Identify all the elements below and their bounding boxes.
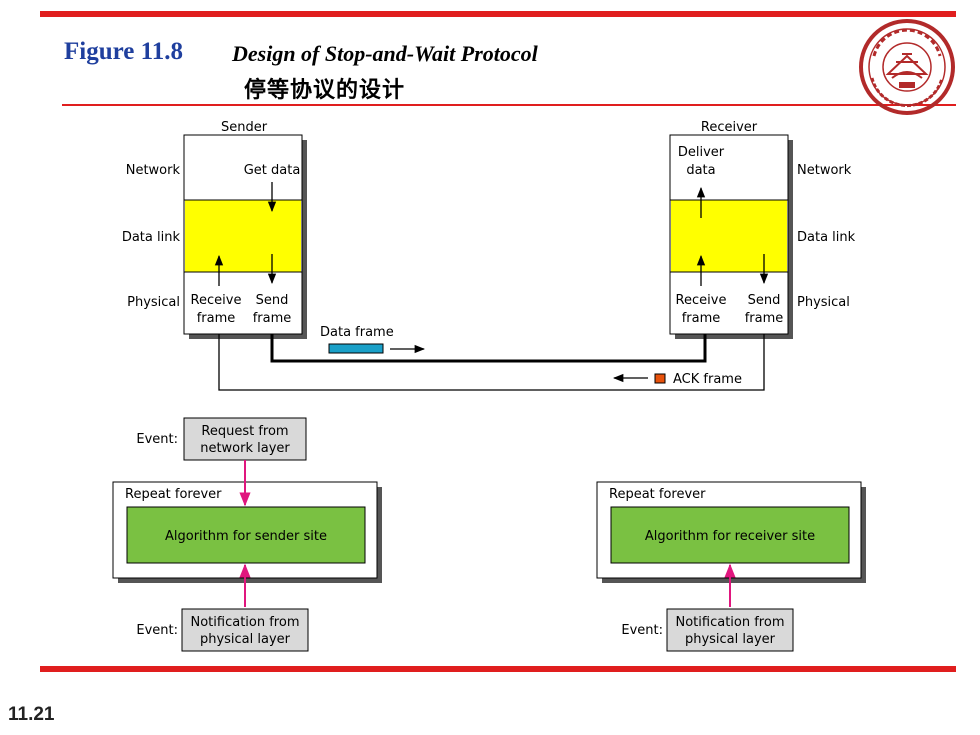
receiver-datalink-label: Data link	[797, 230, 856, 245]
receiver-send-frame-1: Send	[748, 293, 781, 308]
sender-datalink-label: Data link	[122, 230, 181, 245]
data-frame-packet	[328, 343, 384, 354]
sender-notification-line-2: physical layer	[200, 632, 291, 647]
receiver-receive-frame-2: frame	[682, 311, 721, 326]
bottom-red-bar	[40, 666, 956, 672]
sender-repeat-label: Repeat forever	[125, 487, 222, 502]
sender-algorithm-label: Algorithm for sender site	[165, 529, 327, 544]
sender-algorithm-box	[126, 506, 366, 564]
sender-notification-box	[181, 608, 309, 652]
receiver-receive-frame-1: Receive	[676, 293, 727, 308]
figure-label: Figure 11.8	[64, 38, 183, 65]
receiver-title: Receiver	[701, 120, 758, 135]
data-frame-link	[270, 334, 707, 363]
receiver-deliver-data-1: Deliver	[678, 145, 725, 160]
receiver-notification-event-label: Event:	[621, 623, 663, 638]
request-event-line-2: network layer	[200, 441, 290, 456]
sender-physical-label: Physical	[127, 295, 180, 310]
top-red-bar	[40, 11, 956, 17]
sender-receive-frame-1: Receive	[191, 293, 242, 308]
sender-request-event-label: Event:	[136, 432, 178, 447]
receiver-physical-label: Physical	[797, 295, 850, 310]
receiver-notification-line-2: physical layer	[685, 632, 776, 647]
data-frame-label: Data frame	[320, 325, 394, 340]
sender-get-data: Get data	[244, 163, 301, 178]
sender-receive-frame-2: frame	[197, 311, 236, 326]
receiver-network-label: Network	[797, 163, 852, 178]
request-event-line-1: Request from	[201, 424, 288, 439]
receiver-deliver-data-2: data	[686, 163, 715, 178]
xidian-university-seal-icon	[859, 19, 955, 115]
receiver-send-frame-2: frame	[745, 311, 784, 326]
request-event-box	[183, 417, 307, 461]
page-number: 11.21	[8, 704, 55, 725]
sender-notification-event-label: Event:	[136, 623, 178, 638]
receiver-algorithm-box	[610, 506, 850, 564]
ack-frame-link	[218, 334, 765, 391]
receiver-stack	[669, 134, 793, 339]
ack-frame-label: ACK frame	[673, 372, 742, 387]
figure-title-chinese: 停等协议的设计	[244, 78, 406, 103]
sender-send-frame-2: frame	[253, 311, 292, 326]
sender-network-label: Network	[126, 163, 181, 178]
sender-send-frame-1: Send	[256, 293, 289, 308]
sender-stack	[183, 134, 307, 339]
receiver-notification-line-1: Notification from	[676, 615, 785, 630]
sender-title: Sender	[221, 120, 268, 135]
header-rule	[62, 104, 956, 106]
receiver-notification-box	[666, 608, 794, 652]
receiver-repeat-label: Repeat forever	[609, 487, 706, 502]
sender-notification-line-1: Notification from	[191, 615, 300, 630]
ack-frame-packet	[654, 373, 666, 384]
figure-title: Design of Stop-and-Wait Protocol	[232, 41, 538, 66]
receiver-algorithm-label: Algorithm for receiver site	[645, 529, 815, 544]
